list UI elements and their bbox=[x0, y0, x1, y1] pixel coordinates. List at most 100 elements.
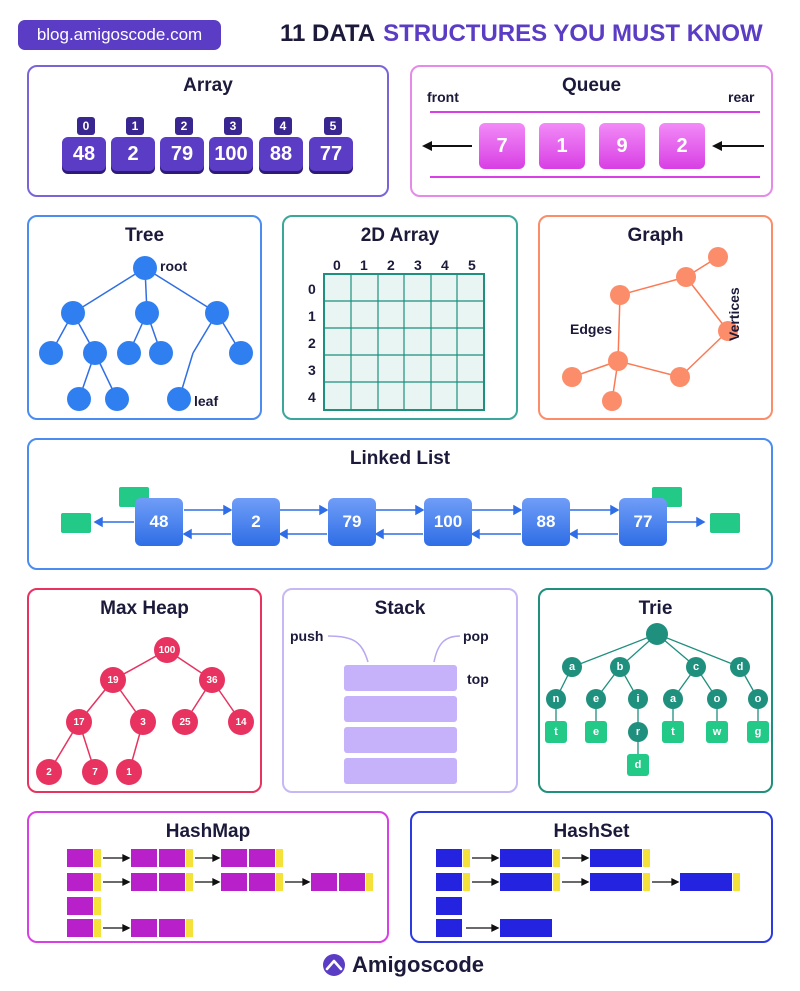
linked-list-node: 77 bbox=[619, 498, 667, 546]
col-header: 1 bbox=[360, 257, 368, 273]
queue-lines bbox=[422, 111, 764, 178]
array-cell: 48 bbox=[62, 137, 106, 171]
col-header: 2 bbox=[387, 257, 395, 273]
array-card: Array 0 1 2 3 4 5 48 2 79 100 88 77 bbox=[27, 65, 389, 197]
trie-node: d bbox=[730, 657, 750, 677]
stack-push-label: push bbox=[290, 628, 324, 644]
trie-node: o bbox=[748, 689, 768, 709]
heap-node: 7 bbox=[82, 759, 108, 785]
hashmap-diagram bbox=[67, 849, 373, 937]
hashmap-title: HashMap bbox=[165, 821, 251, 842]
array-index: 3 bbox=[224, 117, 242, 135]
row-header: 2 bbox=[308, 335, 316, 351]
col-header: 5 bbox=[468, 257, 476, 273]
stack-arrows bbox=[327, 635, 461, 663]
title-prefix: 11 DATA bbox=[280, 20, 376, 47]
trie-node: c bbox=[686, 657, 706, 677]
brand-name: Amigoscode bbox=[352, 952, 485, 977]
row-header: 0 bbox=[308, 281, 316, 297]
col-header: 0 bbox=[333, 257, 341, 273]
tree-root-label: root bbox=[160, 258, 188, 274]
row-header: 1 bbox=[308, 308, 316, 324]
array-cell: 79 bbox=[160, 137, 204, 171]
hashset-diagram bbox=[436, 849, 740, 937]
linked-list-card: Linked List 48 2 79 100 88 77 bbox=[27, 438, 773, 570]
stack-item bbox=[344, 727, 457, 753]
array2d-title: 2D Array bbox=[360, 225, 440, 246]
graph-vertices-label: Vertices bbox=[726, 287, 742, 341]
stack-title: Stack bbox=[374, 598, 426, 619]
queue-front-label: front bbox=[427, 89, 459, 105]
title-highlight: STRUCTURES YOU MUST KNOW bbox=[383, 20, 763, 47]
trie-node: e bbox=[586, 689, 606, 709]
stack-item bbox=[344, 758, 457, 784]
array-index: 0 bbox=[77, 117, 95, 135]
trie-title: Trie bbox=[638, 598, 673, 619]
linked-list-node: 79 bbox=[328, 498, 376, 546]
trie-leaf: d bbox=[627, 754, 649, 776]
linked-list-node: 48 bbox=[135, 498, 183, 546]
page-title: 11 DATA STRUCTURES YOU MUST KNOW bbox=[280, 14, 780, 54]
stack-pop-label: pop bbox=[463, 628, 489, 644]
graph-title: Graph bbox=[627, 225, 684, 246]
queue-item: 7 bbox=[479, 123, 525, 169]
stack-item bbox=[344, 665, 457, 691]
footer-brand[interactable]: Amigoscode bbox=[322, 950, 484, 980]
graph-card: Graph Edges Vertices bbox=[538, 215, 773, 420]
null-terminator bbox=[710, 513, 740, 533]
array-cell: 2 bbox=[111, 137, 155, 171]
graph-diagram bbox=[562, 247, 738, 411]
queue-item: 9 bbox=[599, 123, 645, 169]
array-index: 4 bbox=[274, 117, 292, 135]
linked-list-arrows bbox=[93, 504, 706, 540]
heap-node: 1 bbox=[116, 759, 142, 785]
tree-leaf-label: leaf bbox=[194, 393, 219, 409]
trie-node: n bbox=[546, 689, 566, 709]
array2d-grid bbox=[323, 273, 485, 411]
stack-card: Stack push pop top bbox=[282, 588, 518, 793]
trie-leaf: e bbox=[585, 721, 607, 743]
linked-list-title: Linked List bbox=[349, 448, 451, 469]
blog-url-pill[interactable]: blog.amigoscode.com bbox=[18, 20, 221, 50]
heap-node: 14 bbox=[228, 709, 254, 735]
array-index: 1 bbox=[126, 117, 144, 135]
tree-title: Tree bbox=[124, 225, 165, 246]
trie-diagram bbox=[555, 623, 759, 765]
trie-node: a bbox=[562, 657, 582, 677]
array-title: Array bbox=[183, 75, 233, 96]
hashset-card: HashSet bbox=[410, 811, 773, 943]
queue-item: 1 bbox=[539, 123, 585, 169]
trie-node: a bbox=[663, 689, 683, 709]
trie-node: r bbox=[628, 722, 648, 742]
trie-leaf: t bbox=[662, 721, 684, 743]
trie-leaf: w bbox=[706, 721, 728, 743]
array-cell: 100 bbox=[209, 137, 253, 171]
queue-rear-label: rear bbox=[728, 89, 755, 105]
array-index: 5 bbox=[324, 117, 342, 135]
queue-title: Queue bbox=[561, 75, 622, 96]
row-header: 4 bbox=[308, 389, 316, 405]
trie-node: o bbox=[707, 689, 727, 709]
heap-node: 3 bbox=[130, 709, 156, 735]
heap-node: 17 bbox=[66, 709, 92, 735]
trie-leaf: t bbox=[545, 721, 567, 743]
col-header: 4 bbox=[441, 257, 449, 273]
linked-list-node: 100 bbox=[424, 498, 472, 546]
array-cell: 88 bbox=[259, 137, 303, 171]
max-heap-title: Max Heap bbox=[100, 598, 189, 619]
graph-edges-label: Edges bbox=[570, 321, 613, 337]
heap-node: 25 bbox=[172, 709, 198, 735]
max-heap-diagram bbox=[48, 649, 242, 773]
array-index: 2 bbox=[175, 117, 193, 135]
trie-node: i bbox=[628, 689, 648, 709]
col-header: 3 bbox=[414, 257, 422, 273]
queue-item: 2 bbox=[659, 123, 705, 169]
hashmap-card: HashMap bbox=[27, 811, 389, 943]
linked-list-node: 2 bbox=[232, 498, 280, 546]
array2d-card: 2D Array 0 1 2 3 4 5 0 1 2 3 4 bbox=[282, 215, 518, 420]
stack-item bbox=[344, 696, 457, 722]
heap-node: 100 bbox=[154, 637, 180, 663]
queue-card: Queue front rear 7 1 9 2 bbox=[410, 65, 773, 197]
array-cell: 77 bbox=[309, 137, 353, 171]
